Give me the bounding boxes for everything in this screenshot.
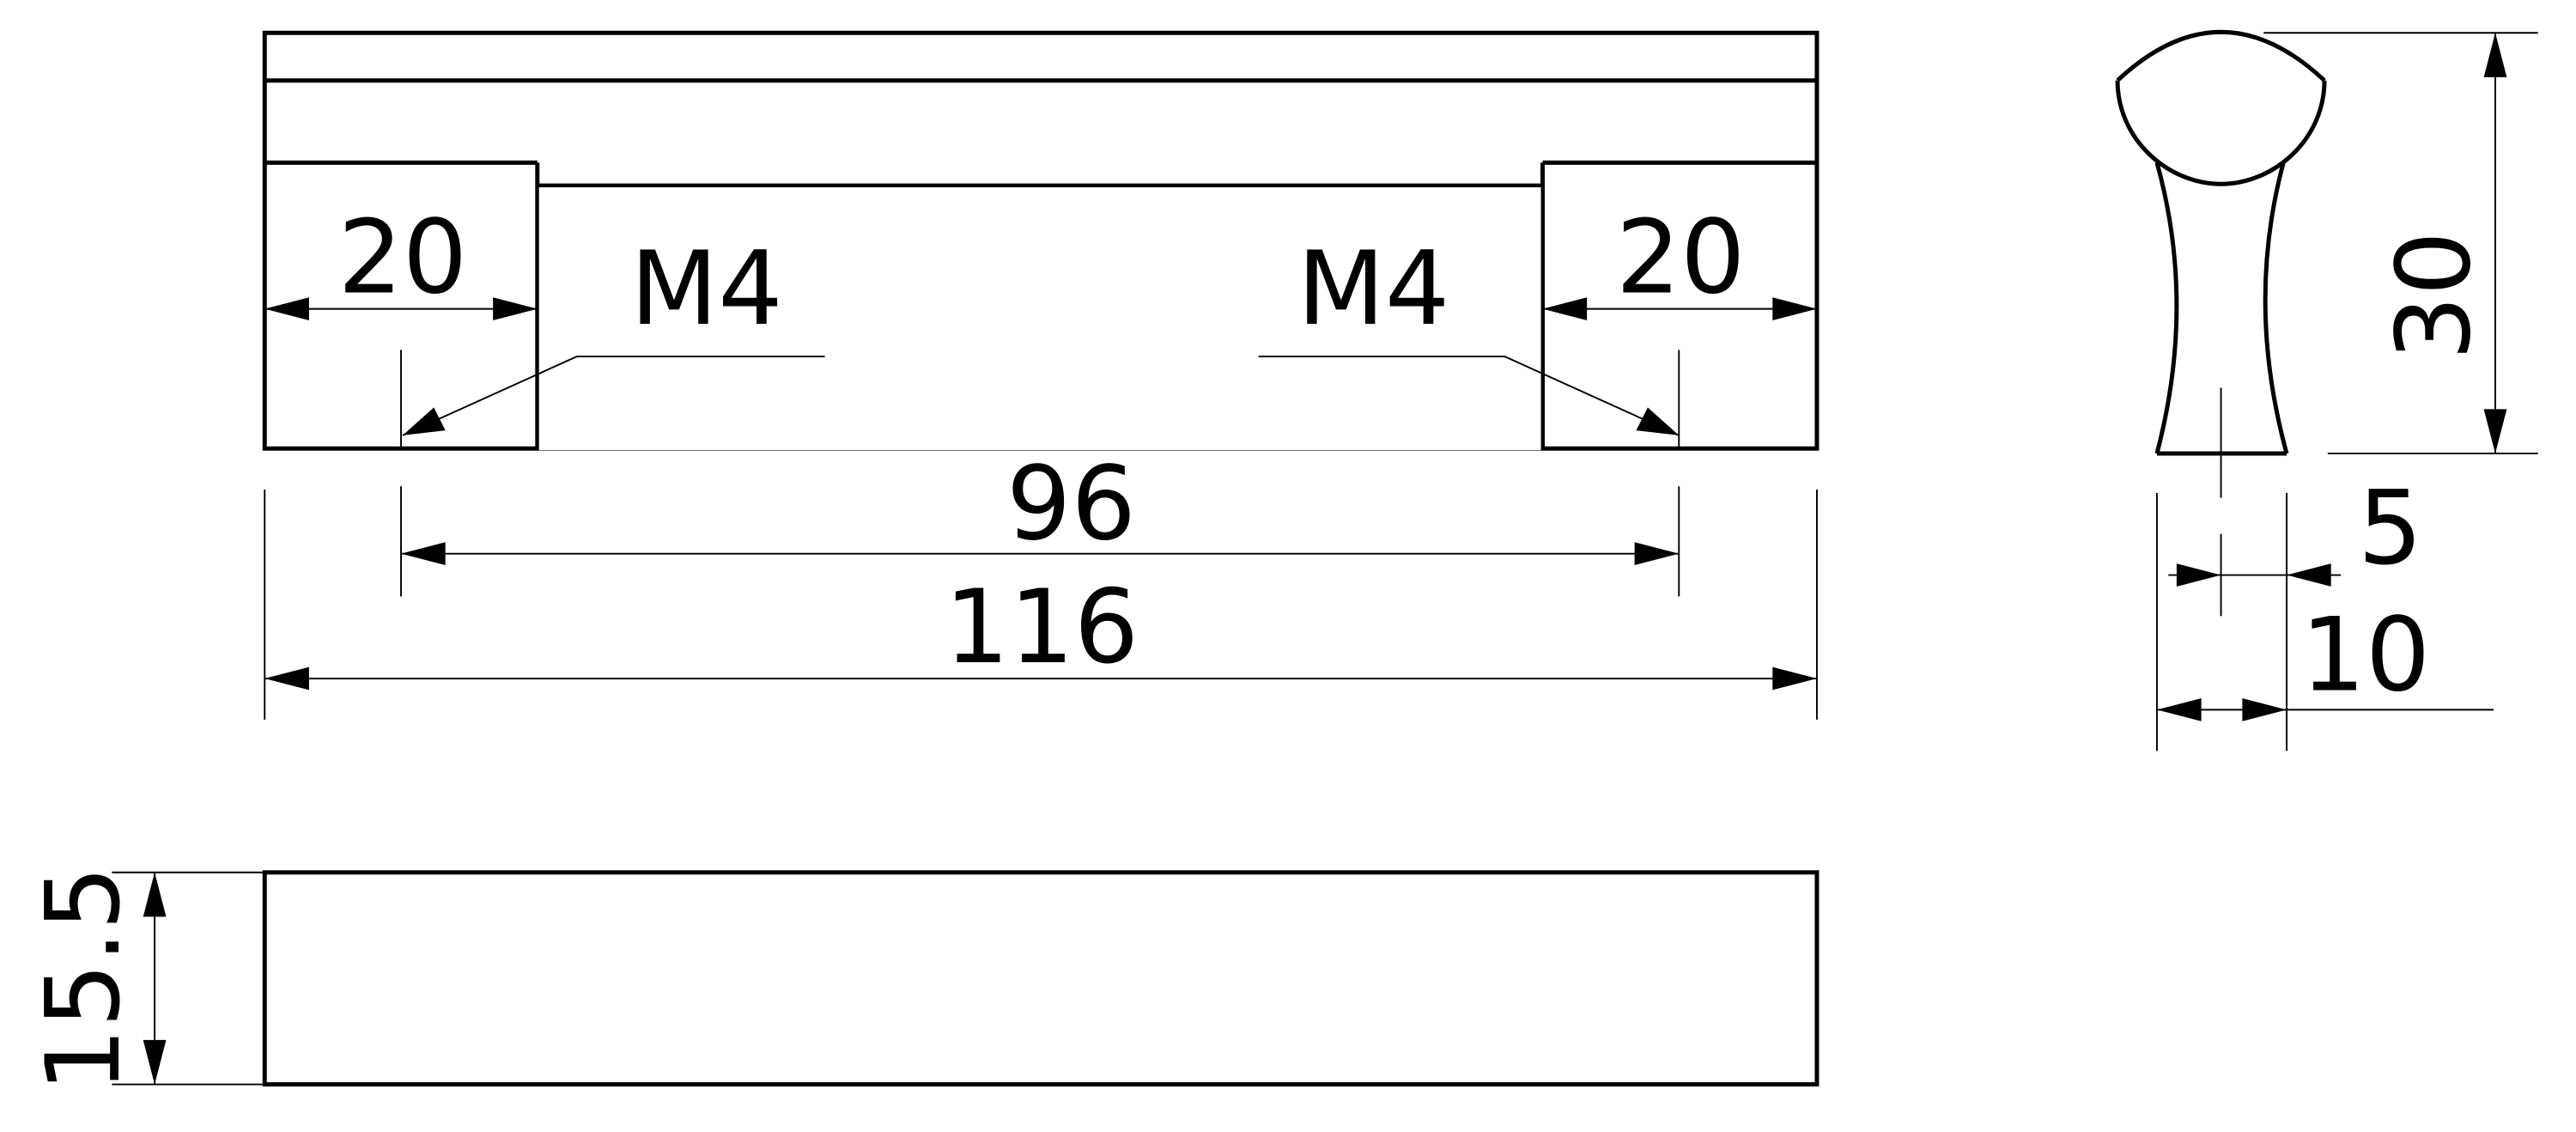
- arrowhead: [2483, 409, 2507, 453]
- bar-gap: [538, 187, 1541, 451]
- arrowhead: [1542, 297, 1588, 321]
- leader-right: [1258, 356, 1680, 436]
- arrowhead: [2156, 697, 2202, 721]
- arrowhead: [143, 1039, 167, 1085]
- dim-half-width: 5: [2358, 469, 2422, 587]
- leader-left: [402, 356, 825, 436]
- side-view: 30 5 10: [2115, 29, 2538, 752]
- dim-right-foot-width: 20: [1616, 198, 1746, 316]
- thread-label-right: M4: [1297, 229, 1450, 348]
- arrowhead: [1772, 297, 1817, 321]
- dim-height: 15.5: [24, 866, 143, 1092]
- stem-right: [2263, 161, 2289, 454]
- front-outline: [262, 870, 1820, 1087]
- arrowhead: [264, 297, 309, 321]
- arrowhead: [2242, 697, 2287, 721]
- arrowhead: [2287, 563, 2331, 587]
- arrowhead: [264, 666, 309, 691]
- dim-overall-length: 116: [945, 568, 1139, 686]
- front-view: 15.5: [24, 866, 1820, 1092]
- arrowhead: [2483, 33, 2507, 77]
- stem-left: [2154, 161, 2179, 454]
- thread-label-left: M4: [630, 229, 783, 348]
- dim-side-height: 30: [2374, 231, 2493, 361]
- arrowhead: [2176, 563, 2221, 587]
- arrowhead: [1634, 542, 1680, 566]
- top-view: 20 20 M4 M4 96 116: [262, 30, 1820, 720]
- arrowhead: [1636, 407, 1680, 435]
- arrowhead: [401, 542, 446, 566]
- dim-base-width: 10: [2300, 595, 2430, 714]
- dim-hole-spacing: 96: [1006, 444, 1136, 563]
- arrowhead: [402, 407, 446, 435]
- cap-bottom-arc: [2115, 80, 2327, 186]
- cap-top-arc: [2116, 29, 2326, 82]
- dim-left-foot-width: 20: [337, 198, 467, 316]
- arrowhead: [143, 872, 167, 917]
- arrowhead: [493, 297, 538, 321]
- arrowhead: [1772, 666, 1817, 691]
